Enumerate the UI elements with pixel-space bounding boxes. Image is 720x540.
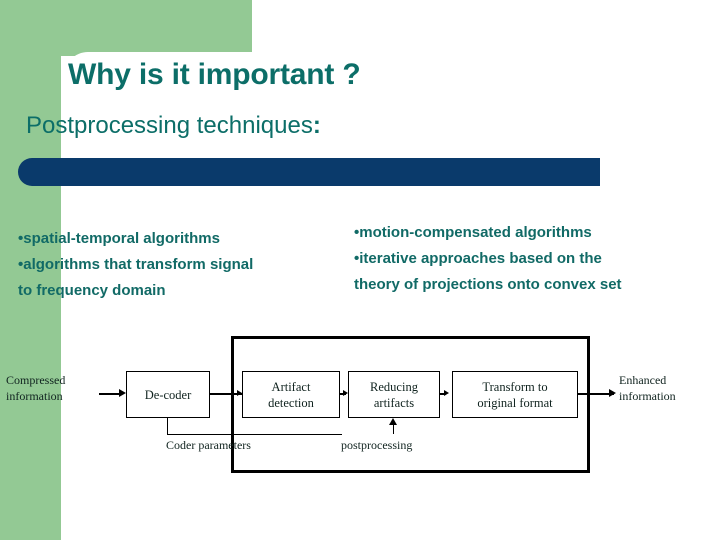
coder-parameters-drop-line [167, 418, 168, 435]
bullet-right-2: •iterative approaches based on the [354, 250, 602, 267]
output-label-line2: information [619, 389, 676, 403]
input-label-line1: Compressed [6, 373, 66, 387]
output-arrow-head [609, 389, 616, 397]
coder-parameters-run-line [167, 434, 342, 435]
box-reducing-line1: Reducing [370, 379, 418, 394]
box-artifact-line1: Artifact [271, 379, 311, 394]
box-reducing-artifacts: Reducing artifacts [348, 371, 440, 418]
artifact-to-reducing-arrow-head [343, 390, 348, 396]
output-label-line1: Enhanced [619, 373, 667, 387]
reducing-to-transform-line [440, 393, 446, 395]
slide-subtitle: Postprocessing techniques: [26, 112, 321, 140]
box-decoder-line1: De-coder [144, 387, 192, 402]
postprocessing-riser-line [393, 424, 394, 434]
output-label: Enhanced information [619, 372, 676, 404]
input-label: Compressed information [6, 372, 65, 404]
green-top-block [0, 0, 252, 56]
blue-divider-bar [18, 158, 600, 186]
box-decoder: De-coder [126, 371, 210, 418]
decoder-to-artifact-line [210, 393, 234, 395]
box-reducing-line2: artifacts [373, 395, 415, 410]
input-arrow-head [119, 389, 126, 397]
box-artifact-detection: Artifact detection [242, 371, 340, 418]
slide-title: Why is it important ? [68, 58, 361, 91]
postprocessing-flow-diagram: Compressed information De-coder Coder pa… [0, 0, 720, 473]
artifact-entry-arrow-head [237, 390, 242, 396]
postprocessing-boundary-rect [231, 336, 590, 473]
white-rounded-overlay [64, 52, 264, 172]
input-label-line2: information [6, 389, 63, 403]
bullet-list-right: •motion-compensated algorithms •iterativ… [354, 220, 720, 298]
input-arrow-line [99, 393, 121, 395]
reducing-to-transform-arrow-head [444, 390, 449, 396]
postprocessing-label: postprocessing [341, 438, 413, 452]
box-transform-original-format: Transform to original format [452, 371, 578, 418]
box-transform-line2: original format [477, 395, 553, 410]
bullet-right-1: •motion-compensated algorithms [354, 224, 592, 241]
green-side-strip [0, 0, 61, 540]
postprocessing-arrow-head [389, 418, 397, 425]
bullet-left-1: •spatial-temporal algorithms [18, 230, 220, 247]
box-artifact-line2: detection [268, 395, 314, 410]
bullet-list-left: •spatial-temporal algorithms •algorithms… [18, 226, 348, 304]
coder-parameters-label: Coder parameters [166, 438, 251, 452]
bullet-left-2: •algorithms that transform signal [18, 256, 254, 273]
slide-subtitle-colon: : [312, 112, 321, 139]
box-transform-line1: Transform to [482, 379, 548, 394]
bullet-right-3: theory of projections onto convex set [354, 276, 622, 293]
output-arrow-line [578, 393, 614, 395]
bullet-left-3: to frequency domain [18, 282, 166, 299]
slide-subtitle-text: Postprocessing techniques [26, 112, 313, 139]
